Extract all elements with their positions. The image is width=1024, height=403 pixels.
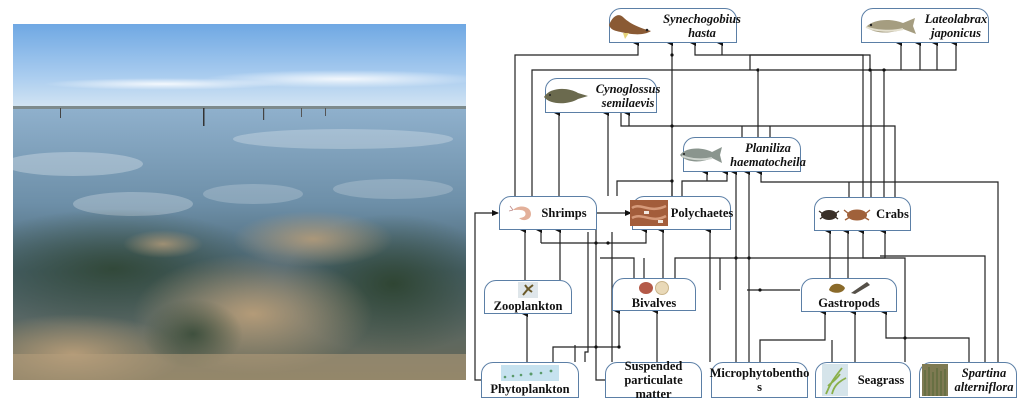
sea-bass-icon bbox=[865, 17, 916, 34]
node-suspended-particulate-matter: Suspended particulate matter bbox=[605, 359, 702, 401]
node-label-line2: haematocheila bbox=[730, 154, 806, 169]
link-to-lateolabrax bbox=[760, 40, 957, 71]
node-label-line2: alterniflora bbox=[954, 380, 1014, 394]
snail-icon bbox=[829, 282, 870, 294]
link-crabs-synechogobius bbox=[690, 40, 864, 197]
link-lower-shrimps bbox=[541, 227, 647, 244]
node-gastropods: Gastropods bbox=[801, 278, 897, 312]
node-label: Bivalves bbox=[631, 295, 677, 310]
link-suspended-polychaetes bbox=[595, 210, 632, 381]
node-seagrass: Seagrass bbox=[815, 362, 911, 398]
node-label: Seagrass bbox=[857, 373, 905, 387]
link-shrimps-synechogobius bbox=[514, 40, 639, 196]
node-label: Gastropods bbox=[818, 296, 880, 310]
node-polychaetes: Polychaetes bbox=[629, 196, 734, 230]
node-bivalves: Bivalves bbox=[612, 278, 696, 311]
sky bbox=[13, 24, 466, 110]
node-label: Zooplankton bbox=[493, 298, 563, 313]
node-label-line2: s bbox=[757, 380, 762, 394]
node-label-line2: particulate matter bbox=[624, 373, 683, 401]
link-spartina-gastropods bbox=[881, 309, 970, 362]
node-zooplankton: Zooplankton bbox=[484, 280, 572, 314]
node-label: Crabs bbox=[876, 207, 909, 221]
zooplankton-icon bbox=[518, 281, 538, 298]
node-label-line2: hasta bbox=[688, 25, 716, 40]
mullet-icon bbox=[680, 146, 723, 163]
poles bbox=[60, 108, 326, 126]
node-lateolabrax-japonicus: Lateolabrax japonicus bbox=[861, 8, 989, 43]
polychaete-worm-icon bbox=[629, 200, 668, 226]
node-planiliza-haematocheila: Planiliza haematocheila bbox=[680, 137, 806, 172]
horizon-shore bbox=[13, 106, 466, 109]
node-label-line1: Lateolabrax bbox=[924, 11, 988, 26]
cloud bbox=[43, 78, 283, 90]
crab-icon bbox=[818, 209, 871, 221]
clam-icon bbox=[639, 280, 669, 295]
link-polychaetes-planiliza bbox=[681, 169, 728, 196]
link-planiliza-right bbox=[749, 54, 871, 70]
node-synechogobius-hasta: Synechogobius hasta bbox=[609, 8, 741, 43]
node-label-line1: Synechogobius bbox=[663, 11, 741, 26]
link-phytoplankton-bivalves bbox=[552, 308, 620, 362]
node-shrimps: Shrimps bbox=[499, 196, 597, 230]
node-cynoglossus-semilaevis: Cynoglossus semilaevis bbox=[543, 78, 660, 113]
node-label: Shrimps bbox=[541, 206, 587, 220]
link-phytoplankton-cynoglossus bbox=[584, 232, 589, 362]
link-seagrass-crabs bbox=[858, 228, 906, 362]
node-label-line1: Microphytobentho bbox=[709, 366, 810, 380]
link-microphytobenthos-gastropods bbox=[759, 309, 826, 362]
link-bivalves-crabs bbox=[674, 228, 886, 278]
link-spartina-crabs bbox=[880, 255, 986, 362]
shrimp-icon bbox=[509, 205, 532, 221]
link-shrimps-up bbox=[531, 69, 758, 196]
node-label-line1: Planiliza bbox=[745, 140, 791, 155]
tongue-sole-icon bbox=[543, 88, 588, 103]
node-label-line2: japonicus bbox=[930, 25, 981, 40]
node-spartina-alterniflora: Spartina alterniflora bbox=[919, 362, 1017, 398]
junction-dots bbox=[594, 53, 907, 349]
node-label-line2: semilaevis bbox=[601, 95, 655, 110]
node-microphytobenthos: Microphytobentho s bbox=[709, 362, 810, 398]
spartina-grass-icon bbox=[922, 364, 949, 396]
link-bivalves-shrimps bbox=[600, 257, 635, 278]
link-spartina-planiliza bbox=[756, 169, 999, 362]
node-phytoplankton: Phytoplankton bbox=[481, 362, 579, 398]
link-phytoplankton-shrimps bbox=[474, 210, 499, 381]
seagrass-icon bbox=[821, 364, 848, 396]
node-label-line1: Suspended bbox=[624, 359, 683, 373]
node-label-line1: Cynoglossus bbox=[595, 81, 661, 96]
phytoplankton-icon bbox=[501, 364, 559, 381]
node-label: Phytoplankton bbox=[490, 381, 570, 396]
node-crabs: Crabs bbox=[814, 197, 911, 231]
goby-fish-icon bbox=[609, 14, 652, 39]
photo-scene bbox=[13, 24, 466, 380]
node-label: Polychaetes bbox=[670, 206, 734, 220]
seagrass-meadow-photo bbox=[13, 24, 466, 380]
node-label-line1: Spartina bbox=[961, 366, 1007, 380]
link-polychaetes-to-shrimps-row bbox=[616, 180, 673, 196]
